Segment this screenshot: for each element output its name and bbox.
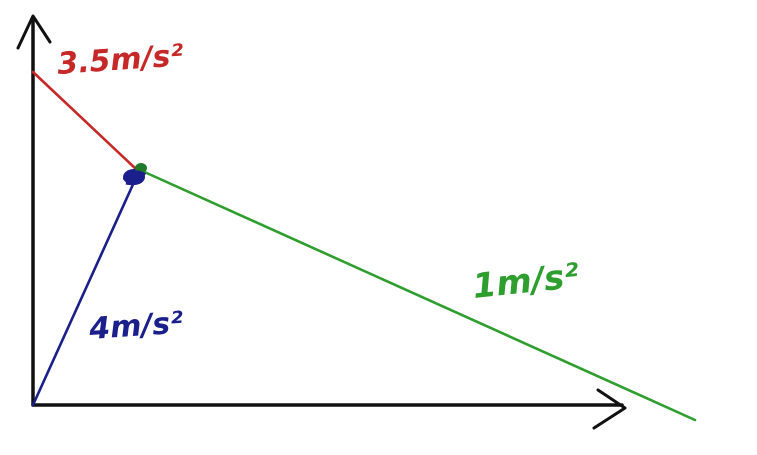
x-axis-arrowhead bbox=[592, 388, 627, 430]
red-segment bbox=[31, 70, 139, 172]
blue-segment bbox=[31, 178, 137, 407]
red-segment-label: 3.5m/s² bbox=[56, 38, 184, 82]
blue-segment-label: 4m/s² bbox=[87, 306, 184, 348]
y-axis-arrowhead bbox=[16, 14, 52, 50]
axes bbox=[16, 14, 627, 430]
junction-point bbox=[122, 163, 147, 186]
green-segment bbox=[138, 168, 697, 422]
green-segment-label: 1m/s² bbox=[471, 256, 581, 307]
